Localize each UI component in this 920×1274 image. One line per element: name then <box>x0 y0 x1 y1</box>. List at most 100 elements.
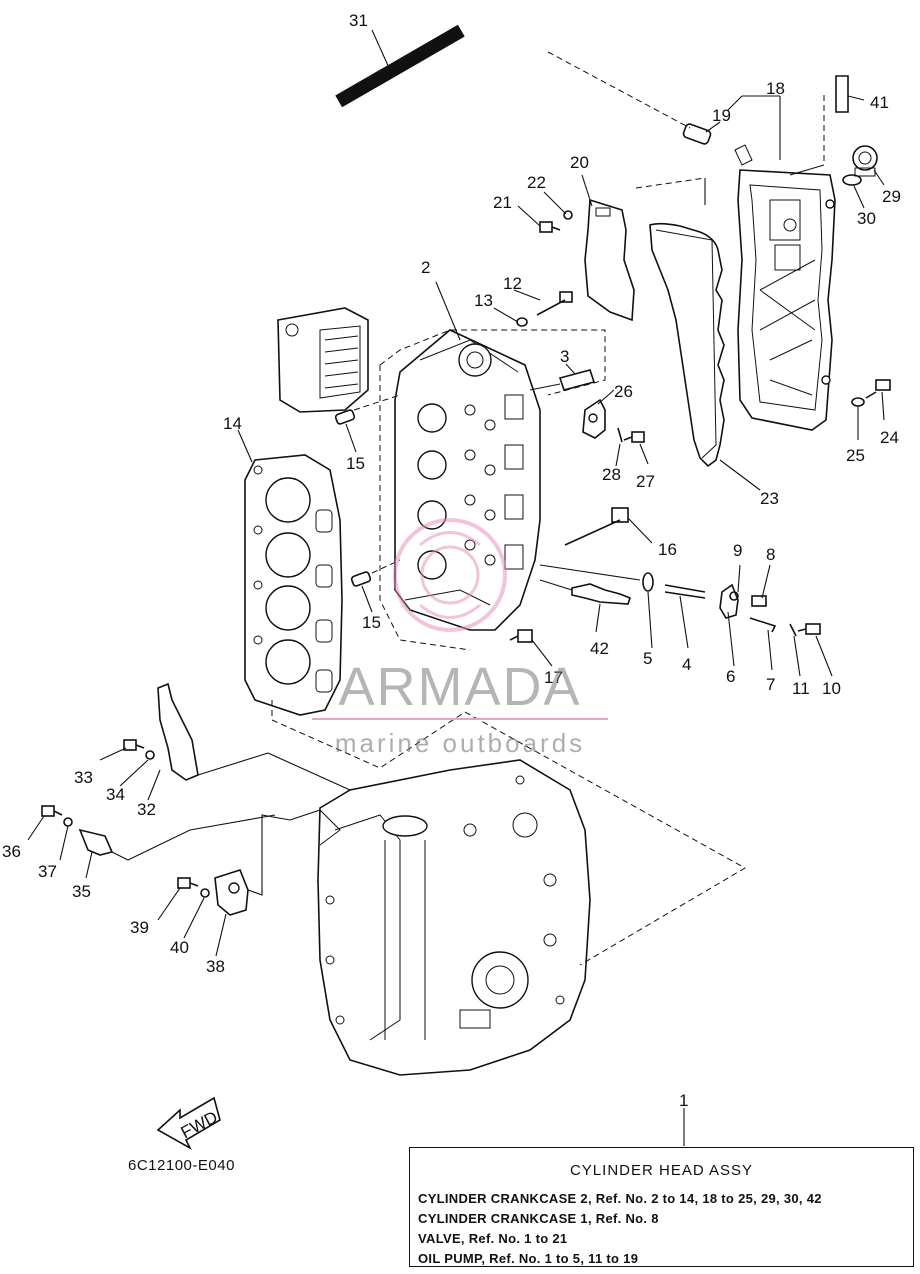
part-12-bolt[interactable] <box>536 291 573 316</box>
part-28-pin[interactable] <box>617 427 623 443</box>
callout-29[interactable]: 29 <box>882 187 901 206</box>
part-7-clip[interactable] <box>749 617 777 633</box>
callout-17[interactable]: 17 <box>544 668 563 687</box>
part-32-bracket[interactable] <box>157 682 199 781</box>
info-line-valve: VALVE, Ref. No. 1 to 21 <box>418 1231 568 1246</box>
callout-34[interactable]: 34 <box>106 785 125 804</box>
callout-23[interactable]: 23 <box>760 489 779 508</box>
part-9-washer[interactable] <box>729 591 739 601</box>
watermark-divider <box>312 718 608 720</box>
callout-numbers: 1 2 3 4 5 6 7 8 9 10 11 12 13 14 15 15 1… <box>2 11 901 1110</box>
callout-41[interactable]: 41 <box>870 93 889 112</box>
callout-25[interactable]: 25 <box>846 446 865 465</box>
part-34-washer[interactable] <box>145 750 155 760</box>
part-38-plate[interactable] <box>214 869 249 916</box>
part-33-bolt[interactable] <box>123 739 145 751</box>
callout-7[interactable]: 7 <box>766 675 775 694</box>
callout-21[interactable]: 21 <box>493 193 512 212</box>
callout-4[interactable]: 4 <box>682 655 691 674</box>
info-box-title: CYLINDER HEAD ASSY <box>569 1162 754 1179</box>
callout-39[interactable]: 39 <box>130 918 149 937</box>
part-39-bolt[interactable] <box>177 877 199 889</box>
part-37-washer[interactable] <box>63 817 73 827</box>
part-11-pin[interactable] <box>789 623 797 637</box>
callout-37[interactable]: 37 <box>38 862 57 881</box>
callout-leaders <box>27 29 885 1146</box>
part-36-bolt[interactable] <box>41 805 63 817</box>
part-24-bolt[interactable] <box>865 379 891 399</box>
callout-27[interactable]: 27 <box>636 472 655 491</box>
watermark-logo-icon <box>393 518 507 632</box>
callout-33[interactable]: 33 <box>74 768 93 787</box>
callout-42[interactable]: 42 <box>590 639 609 658</box>
part-31-breather-hose[interactable] <box>290 8 549 300</box>
callout-20[interactable]: 20 <box>570 153 589 172</box>
part-41-label[interactable] <box>789 75 849 176</box>
part-26-bracket[interactable] <box>582 398 606 439</box>
callout-2[interactable]: 2 <box>421 258 430 277</box>
part-15-dowel-upper[interactable] <box>334 409 356 425</box>
part-3-dowel[interactable] <box>529 369 596 391</box>
info-line-crankcase-2: CYLINDER CRANKCASE 2, Ref. No. 2 to 14, … <box>418 1191 822 1206</box>
callout-5[interactable]: 5 <box>643 649 652 668</box>
callout-15-lower[interactable]: 15 <box>362 613 381 632</box>
info-line-crankcase-1: CYLINDER CRANKCASE 1, Ref. No. 8 <box>418 1211 659 1226</box>
part-27-bolt[interactable] <box>623 431 645 443</box>
part-6-pump-cover[interactable] <box>719 583 739 619</box>
fwd-label: FWD <box>178 1107 221 1142</box>
part-18-head-cover[interactable] <box>734 144 836 431</box>
part-15-dowel-lower[interactable] <box>350 571 372 587</box>
callout-40[interactable]: 40 <box>170 938 189 957</box>
callout-26[interactable]: 26 <box>614 382 633 401</box>
part-23-cover-gasket[interactable] <box>649 222 725 468</box>
callout-3[interactable]: 3 <box>560 347 569 366</box>
part-21-bolt[interactable] <box>539 221 561 233</box>
callout-10[interactable]: 10 <box>822 679 841 698</box>
part-19-hose-connector[interactable] <box>547 51 712 145</box>
part-5-oil-seal[interactable] <box>642 572 654 592</box>
diagram-code: 6C12100-E040 <box>128 1157 235 1174</box>
part-4-shaft[interactable] <box>664 584 706 599</box>
callout-28[interactable]: 28 <box>602 465 621 484</box>
callout-16[interactable]: 16 <box>658 540 677 559</box>
callout-22[interactable]: 22 <box>527 173 546 192</box>
callout-9[interactable]: 9 <box>733 541 742 560</box>
callout-15-upper[interactable]: 15 <box>346 454 365 473</box>
part-42-sensor[interactable] <box>539 579 631 605</box>
callout-13[interactable]: 13 <box>474 291 493 310</box>
crankcase-block <box>289 759 591 1076</box>
callout-8[interactable]: 8 <box>766 545 775 564</box>
callout-32[interactable]: 32 <box>137 800 156 819</box>
callout-31[interactable]: 31 <box>349 11 368 30</box>
part-25-washer[interactable] <box>851 397 865 407</box>
callout-1[interactable]: 1 <box>679 1091 688 1110</box>
callout-30[interactable]: 30 <box>857 209 876 228</box>
part-22-washer[interactable] <box>563 210 573 220</box>
part-35-holder[interactable] <box>78 828 114 856</box>
breather-strainer[interactable] <box>277 307 369 413</box>
part-13-washer[interactable] <box>516 317 528 327</box>
callout-19[interactable]: 19 <box>712 106 731 125</box>
fwd-arrow-icon: FWD <box>156 1096 221 1150</box>
part-29-oil-filler-cap[interactable] <box>852 145 878 177</box>
callout-18[interactable]: 18 <box>766 79 785 98</box>
part-8-bolt[interactable] <box>751 595 767 607</box>
callout-6[interactable]: 6 <box>726 667 735 686</box>
part-17-bolt[interactable] <box>509 629 533 643</box>
part-14-head-gasket[interactable] <box>244 454 343 716</box>
part-16-head-bolt[interactable] <box>564 507 629 546</box>
part-30-o-ring[interactable] <box>842 174 862 186</box>
callout-24[interactable]: 24 <box>880 428 899 447</box>
callout-12[interactable]: 12 <box>503 274 522 293</box>
part-2-cylinder-head[interactable] <box>394 329 541 631</box>
part-10-bolt[interactable] <box>797 623 821 635</box>
part-40-washer[interactable] <box>200 888 210 898</box>
callout-38[interactable]: 38 <box>206 957 225 976</box>
part-20-cover-plate[interactable] <box>584 198 635 322</box>
callout-36[interactable]: 36 <box>2 842 21 861</box>
callout-14[interactable]: 14 <box>223 414 242 433</box>
callout-35[interactable]: 35 <box>72 882 91 901</box>
callout-11[interactable]: 11 <box>792 679 810 698</box>
